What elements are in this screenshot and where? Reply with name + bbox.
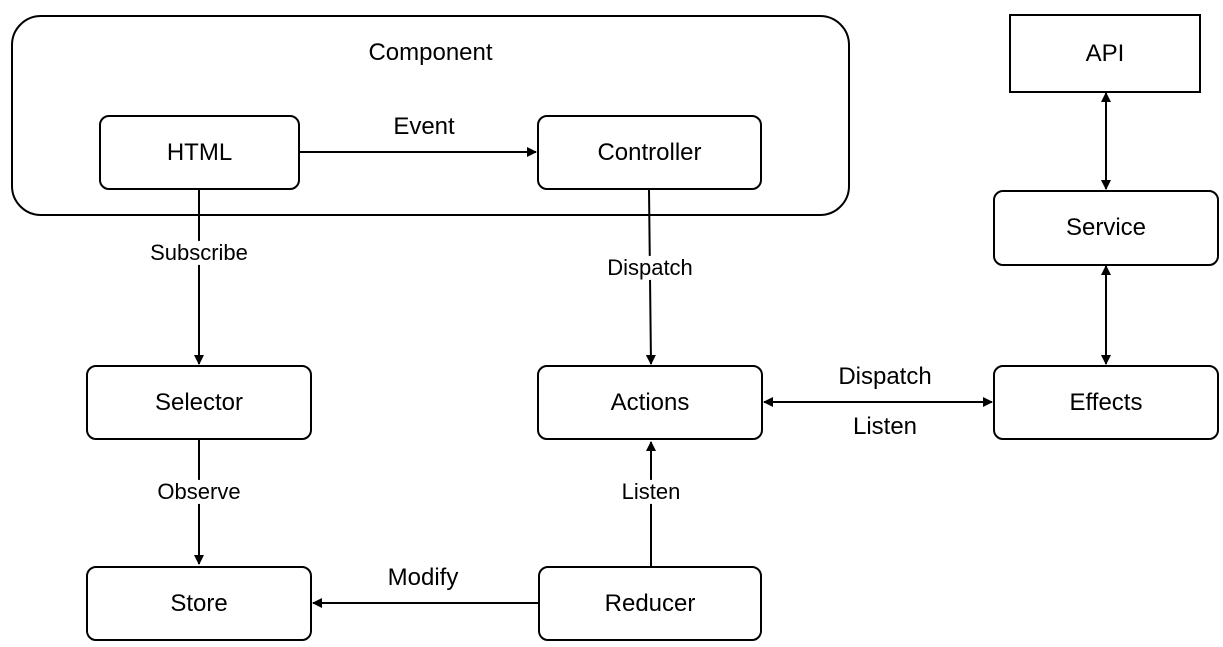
selector-node-label: Selector xyxy=(154,388,244,416)
service-node-label: Service xyxy=(1065,214,1147,241)
event-label: Event xyxy=(393,112,455,140)
observe-label: Observe xyxy=(153,479,245,505)
service-node: Service xyxy=(993,190,1219,266)
reducer-node-label: Reducer xyxy=(604,589,696,617)
subscribe-label: Subscribe xyxy=(146,240,252,266)
modify-label: Modify xyxy=(387,563,459,591)
component-title: Component xyxy=(368,39,493,66)
actions-node-label: Actions xyxy=(610,388,690,416)
store-node: Store xyxy=(86,566,312,641)
dispatch-effects-label: Dispatch xyxy=(838,362,932,390)
html-node: HTML xyxy=(99,115,300,190)
api-node-label: API xyxy=(1085,39,1125,67)
html-node-label: HTML xyxy=(166,138,233,166)
listen-effects-label: Listen xyxy=(852,412,918,440)
store-node-label: Store xyxy=(170,589,228,617)
api-node: API xyxy=(1009,14,1201,93)
dispatch-controller-label: Dispatch xyxy=(603,255,697,281)
actions-node: Actions xyxy=(537,365,763,440)
reducer-node: Reducer xyxy=(538,566,762,641)
controller-node: Controller xyxy=(537,115,762,190)
effects-node-label: Effects xyxy=(1069,388,1143,416)
effects-node: Effects xyxy=(993,365,1219,440)
controller-node-label: Controller xyxy=(597,138,702,166)
listen-reducer-label: Listen xyxy=(617,479,685,505)
selector-node: Selector xyxy=(86,365,312,440)
